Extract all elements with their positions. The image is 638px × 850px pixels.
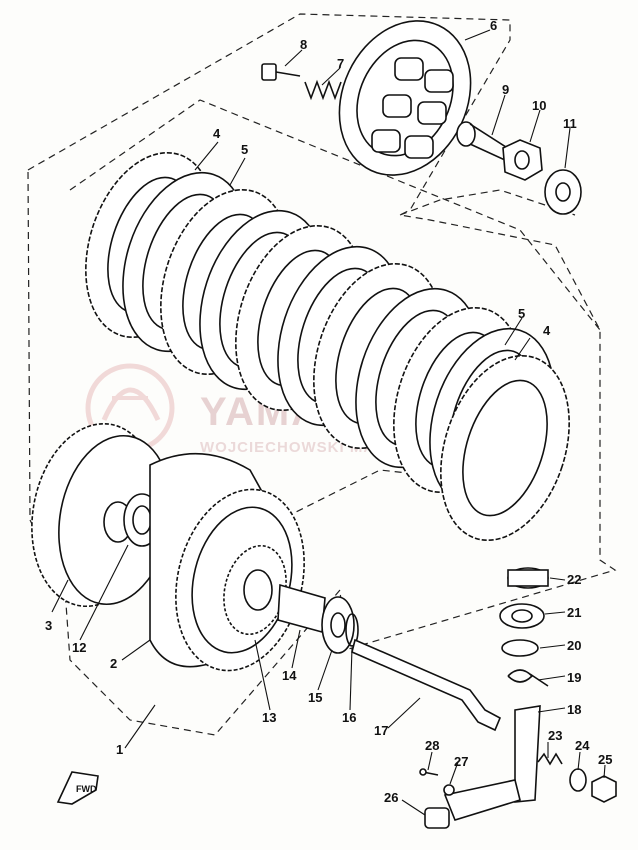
friction-plate	[440, 354, 570, 542]
callout-16: 16	[342, 710, 356, 725]
callout-9: 9	[502, 82, 509, 97]
callout-23: 23	[548, 728, 562, 743]
locknut	[502, 139, 543, 181]
callout-11: 11	[563, 116, 577, 131]
callout-1: 1	[116, 742, 123, 757]
callout-27: 27	[454, 754, 468, 769]
callout-3: 3	[45, 618, 52, 633]
callout-18: 18	[567, 702, 581, 717]
lock-washer	[544, 169, 582, 215]
oil-seal	[499, 603, 545, 629]
push-lever-shaft	[514, 705, 541, 803]
callout-5b: 5	[518, 306, 525, 321]
callout-labels: 1 2 3 4 4 5 5 6 7 8 9 10 11 12 13 14 15 …	[45, 18, 612, 805]
thrust-washer	[345, 613, 359, 647]
push-rod-long	[351, 638, 502, 732]
primary-driven-gear	[31, 422, 172, 608]
callout-22: 22	[567, 572, 581, 587]
callout-21: 21	[567, 605, 581, 620]
washer-plate	[501, 639, 539, 657]
clutch-spring	[304, 79, 342, 101]
lever-fitting	[424, 807, 450, 829]
needle-bearing	[507, 567, 549, 589]
thrust-plate	[321, 596, 355, 654]
pressure-plate	[338, 20, 472, 176]
callout-7: 7	[337, 56, 344, 71]
callout-6: 6	[490, 18, 497, 33]
plate-group-outline	[69, 99, 601, 331]
clutch-plate-stack	[85, 151, 570, 542]
callout-14: 14	[282, 668, 297, 683]
callout-15: 15	[308, 690, 322, 705]
callout-12: 12	[72, 640, 86, 655]
lever-rivet	[419, 768, 439, 776]
lever-pin	[443, 784, 455, 796]
lever-washer	[569, 768, 587, 792]
forward-label: FWD	[76, 784, 97, 794]
callout-25: 25	[598, 752, 612, 767]
outer-assembly-outline	[27, 13, 617, 736]
callout-4b: 4	[543, 323, 551, 338]
circlip	[507, 669, 549, 687]
callout-28: 28	[425, 738, 439, 753]
callout-13: 13	[262, 710, 276, 725]
lever-nut	[591, 775, 617, 803]
push-lever-arm	[443, 779, 521, 821]
callout-26: 26	[384, 790, 398, 805]
forward-direction-icon: FWD	[56, 771, 99, 805]
callout-2: 2	[110, 656, 117, 671]
lever-spring	[537, 752, 563, 766]
pressure-plate-outline	[399, 189, 576, 216]
callout-20: 20	[567, 638, 581, 653]
callout-24: 24	[575, 738, 590, 753]
callout-4a: 4	[213, 126, 221, 141]
callout-5a: 5	[241, 142, 248, 157]
callout-8: 8	[300, 37, 307, 52]
callout-17: 17	[374, 723, 388, 738]
clutch-bolt	[261, 63, 301, 81]
pressure-plate-bosses	[371, 57, 454, 159]
leader-lines	[51, 29, 606, 816]
callout-19: 19	[567, 670, 581, 685]
callout-10: 10	[532, 98, 546, 113]
